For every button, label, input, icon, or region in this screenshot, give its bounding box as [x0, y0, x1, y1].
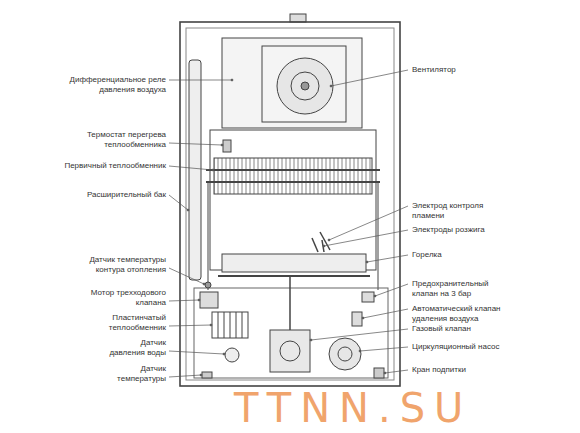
temperature-sensor — [202, 372, 212, 378]
fan — [277, 58, 333, 114]
leader-line — [329, 206, 408, 240]
leader-dot — [212, 169, 214, 171]
leader-dot — [328, 239, 330, 241]
leader-line — [169, 143, 222, 145]
fan-box — [262, 46, 346, 122]
leader-line — [367, 255, 408, 262]
pipe — [208, 182, 209, 290]
primary-heat-exchanger — [214, 158, 372, 194]
leader-dot — [366, 261, 368, 263]
part-label: Датчик давления воды — [107, 338, 166, 358]
leader-line — [360, 347, 408, 351]
leader-dot — [221, 144, 223, 146]
three-way-valve-motor — [200, 292, 218, 308]
leader-dot — [223, 353, 225, 355]
air-vent — [352, 312, 362, 326]
leader-dot — [359, 350, 361, 352]
part-label: Первичный теплообменник — [62, 161, 166, 171]
watermark: TTNN.SU — [234, 388, 472, 428]
part-label: Мотор трехходового клапана — [88, 288, 166, 308]
ignition-electrode — [312, 238, 318, 252]
flue-pipe — [290, 14, 306, 22]
part-label: Дифференциальное реле давления воздуха — [67, 75, 166, 95]
fan-housing — [222, 38, 362, 128]
leader-line — [385, 370, 408, 373]
fan-axle — [301, 82, 309, 90]
leader-dot — [330, 85, 332, 87]
leader-dot — [203, 283, 205, 285]
heating-temperature-sensor — [205, 282, 211, 288]
part-label: Горелка — [412, 250, 444, 260]
plate-heat-exchanger — [212, 312, 248, 338]
overheat-thermostat — [223, 140, 231, 152]
leader-line — [169, 300, 199, 301]
part-label: Электроды розжига — [412, 225, 487, 235]
leader-line — [331, 70, 408, 86]
leader-dot — [374, 295, 376, 297]
leader-dot — [384, 372, 386, 374]
leader-dot — [362, 317, 364, 319]
safety-valve — [362, 292, 374, 302]
leader-dot — [310, 339, 312, 341]
part-label: Автоматический клапан удаления воздуха — [412, 304, 503, 324]
part-label: Кран подпитки — [412, 365, 468, 375]
part-label: Пластинчатый теплообменник — [106, 313, 166, 333]
ignition-electrode — [322, 240, 324, 252]
hydraulic-compartment — [194, 288, 388, 378]
leader-line — [169, 351, 224, 354]
leader-line — [375, 284, 408, 296]
leader-dot — [323, 245, 325, 247]
plate — [218, 312, 219, 338]
leader-line — [363, 309, 408, 318]
leader-line — [311, 329, 408, 340]
part-label: Газовый клапан — [412, 324, 473, 334]
part-label: Циркуляционный насос — [412, 342, 502, 352]
leader-dot — [200, 374, 202, 376]
fill-tap — [374, 368, 384, 378]
combustion-chamber — [210, 130, 376, 270]
gas-valve-coil — [280, 341, 300, 361]
leader-line — [169, 325, 211, 326]
leader-dot — [231, 79, 233, 81]
water-pressure-sensor — [225, 348, 239, 362]
leader-line — [169, 80, 232, 81]
plate — [230, 312, 231, 338]
fan-hub — [291, 72, 319, 100]
expansion-tank — [189, 60, 201, 280]
pump-rotor — [338, 347, 352, 361]
plate — [242, 312, 243, 338]
heat-exchanger-pipe — [206, 169, 380, 171]
boiler-casing — [180, 22, 400, 386]
leader-dot — [187, 209, 189, 211]
gas-pipe — [289, 276, 291, 330]
part-label: Датчик температуры — [115, 364, 166, 384]
part-label: Вентилятор — [412, 65, 458, 75]
part-label: Предохранительный клапан на 3 бар — [412, 279, 491, 299]
plate — [224, 312, 225, 338]
part-label: Термостат перегрева теплообменника — [84, 130, 166, 150]
leader-line — [169, 195, 188, 210]
heat-exchanger-pipe — [206, 181, 380, 183]
leader-line — [169, 268, 204, 284]
leader-dot — [210, 324, 212, 326]
inner-frame — [186, 28, 394, 380]
leader-line — [169, 375, 201, 377]
part-label: Электрод контроля пламени — [412, 201, 486, 221]
part-label: Датчик температуры контура отопления — [87, 255, 166, 275]
leader-line — [169, 166, 213, 170]
leader-line — [324, 230, 408, 246]
circulation-pump — [329, 338, 361, 370]
gas-valve — [270, 330, 310, 372]
plate — [236, 312, 237, 338]
part-label: Расширительный бак — [84, 190, 166, 200]
leader-dot — [198, 299, 200, 301]
gas-manifold — [218, 275, 370, 277]
burner — [222, 254, 366, 272]
